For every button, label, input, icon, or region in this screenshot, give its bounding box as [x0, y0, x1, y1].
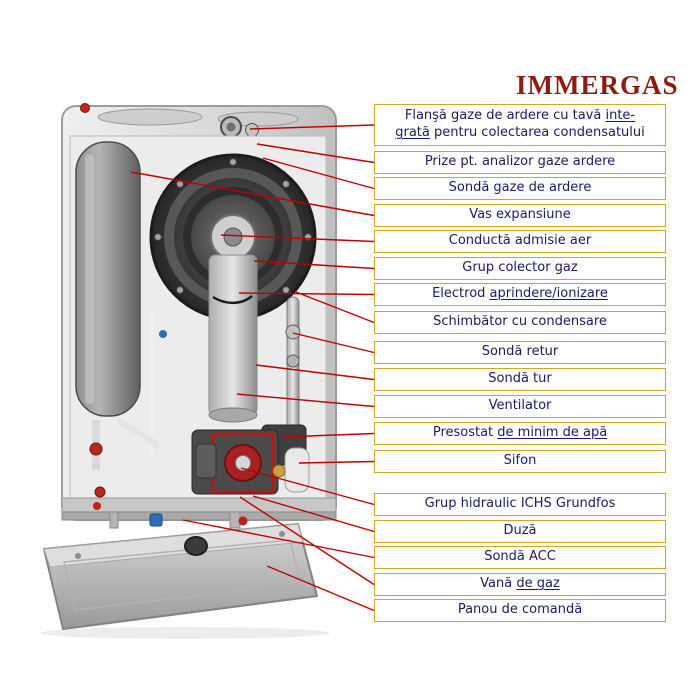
- label-text: Conductă admisie aer: [448, 233, 592, 249]
- red-dot-center: [238, 516, 248, 526]
- bottom-connection-blue: [149, 513, 163, 527]
- leader-line-prize-analizor: [256, 143, 375, 164]
- leader-line-sifon: [298, 460, 375, 464]
- panel-shadow: [40, 627, 330, 639]
- leader-line-grup-hidraulic: [240, 467, 375, 506]
- expansion-vessel-highlight: [85, 154, 94, 404]
- leader-line-grup-colector-gaz: [253, 260, 375, 270]
- component-label-sonda-retur: Sondă retur: [374, 341, 666, 364]
- leader-line-sonda-gaze-ardere: [262, 157, 375, 190]
- component-label-presostat-minim-apa: Presostat de minim de apă: [374, 422, 666, 445]
- label-text: Panou de comandă: [457, 602, 583, 618]
- red-dot-left: [93, 502, 101, 510]
- component-label-sifon: Sifon: [374, 450, 666, 473]
- bottom-rail-lower: [61, 511, 337, 521]
- label-text: Sondă tur: [488, 371, 552, 387]
- red-valve-upper: [89, 442, 103, 456]
- component-label-vana-gaz: Vană de gaz: [374, 573, 666, 596]
- return-sensor: [285, 324, 301, 340]
- leader-line-ventilator: [236, 393, 375, 408]
- top-red-cap: [80, 103, 90, 113]
- leader-line-conducta-admisie-aer: [220, 234, 375, 243]
- leader-line-vas-expansiune: [130, 171, 375, 217]
- leader-line-presostat-minim-apa: [281, 432, 375, 438]
- component-label-sonda-gaze-ardere: Sondă gaze de ardere: [374, 177, 666, 200]
- air-intake-hub-center: [223, 227, 243, 247]
- panel-screw-left: [75, 553, 81, 559]
- control-panel-top-face: [43, 523, 304, 568]
- label-text: Sondă ACC: [484, 549, 556, 565]
- component-label-electrod-aprindere-ionizare: Electrod aprindere/ionizare: [374, 283, 666, 306]
- leader-line-electrod-aprindere-ionizare: [238, 292, 375, 296]
- label-text: Presostat de minim de apă: [432, 425, 608, 441]
- component-label-ventilator: Ventilator: [374, 395, 666, 418]
- panel-screw-right: [279, 531, 285, 537]
- leader-line-flansa-gaze-ardere: [249, 124, 375, 130]
- leader-line-sonda-tur: [255, 364, 375, 381]
- leader-line-duza: [252, 495, 375, 533]
- leader-line-panou-comanda: [266, 565, 375, 612]
- component-label-panou-comanda: Panou de comandă: [374, 599, 666, 622]
- label-text: Electrod aprindere/ionizare: [432, 286, 608, 302]
- component-label-schimbator-condensare: Schimbător cu condensare: [374, 311, 666, 334]
- component-label-vas-expansiune: Vas expansiune: [374, 204, 666, 227]
- control-panel-recess: [63, 539, 302, 611]
- component-label-conducta-admisie-aer: Conductă admisie aer: [374, 230, 666, 253]
- label-text: Vană de gaz: [480, 576, 560, 592]
- red-valve-lower: [94, 486, 106, 498]
- component-label-flansa-gaze-ardere: Flanşă gaze de ardere cu tavă inte-grată…: [374, 104, 666, 146]
- label-text: Vas expansiune: [469, 207, 571, 223]
- blue-clip: [159, 330, 167, 338]
- ignition-electrode: [212, 294, 253, 305]
- component-label-prize-analizor: Prize pt. analizor gaze ardere: [374, 151, 666, 174]
- mid-pipe: [116, 417, 161, 450]
- leader-line-sonda-acc: [182, 519, 375, 559]
- immergas-logo: IMMERGAS: [516, 70, 679, 100]
- label-text: Flanşă gaze de ardere cu tavă inte-grată…: [395, 108, 645, 140]
- component-label-grup-colector-gaz: Grup colector gaz: [374, 257, 666, 280]
- label-text: Sondă retur: [481, 344, 559, 360]
- brass-fitting: [272, 464, 286, 478]
- label-text: Duză: [503, 523, 537, 539]
- top-vent-left: [97, 108, 203, 126]
- component-label-grup-hidraulic: Grup hidraulic ICHS Grundfos: [374, 493, 666, 516]
- label-text: Prize pt. analizor gaze ardere: [424, 154, 616, 170]
- component-label-sonda-tur: Sondă tur: [374, 368, 666, 391]
- leader-line-sonda-retur: [292, 332, 375, 354]
- label-text: Schimbător cu condensare: [433, 314, 607, 330]
- burner-tube-base: [208, 407, 258, 423]
- pump-motor: [195, 443, 217, 479]
- component-label-duza: Duză: [374, 520, 666, 543]
- component-label-sonda-acc: Sondă ACC: [374, 546, 666, 569]
- flow-sensor: [286, 354, 300, 368]
- leader-line-vana-gaz: [239, 496, 375, 586]
- label-text: Sifon: [503, 453, 537, 469]
- label-text: Ventilator: [488, 398, 552, 414]
- leader-line-schimbator-condensare: [295, 291, 375, 324]
- pump-cap: [235, 455, 251, 471]
- bottom-connection-1: [109, 511, 119, 529]
- expansion-vessel: [75, 141, 141, 417]
- label-text: Grup colector gaz: [462, 260, 578, 276]
- flue-outlet-inner: [226, 122, 236, 132]
- label-text: Sondă gaze de ardere: [448, 180, 592, 196]
- leader-lines: [130, 124, 375, 612]
- panel-knob: [184, 536, 208, 556]
- label-text: Grup hidraulic ICHS Grundfos: [424, 496, 616, 512]
